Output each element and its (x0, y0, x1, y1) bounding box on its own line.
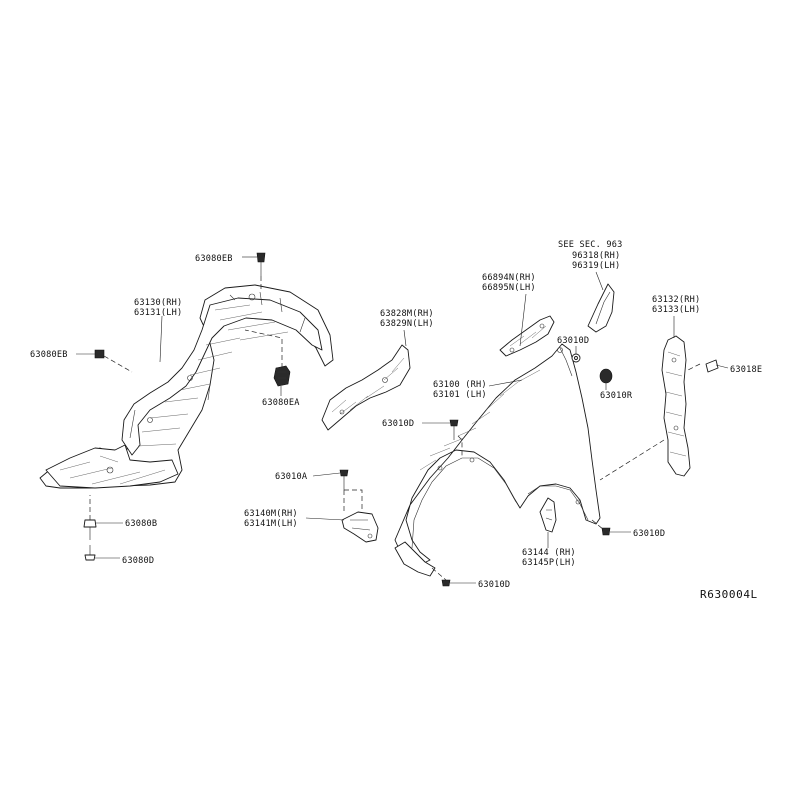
callout-label: 63141M(LH) (244, 519, 298, 529)
callout-label: 63080EB (30, 350, 68, 360)
callout-label: 63144 (RH) (522, 548, 576, 558)
reference-code: R630004L (700, 588, 758, 601)
guide-line (599, 439, 665, 481)
guide-line (343, 489, 363, 512)
clip-63018e (705, 359, 719, 373)
guide-line (244, 329, 283, 368)
callout-label: 63132(RH) (652, 295, 700, 305)
fender-seal-part (661, 335, 691, 477)
callout-label: 63145P(LH) (522, 558, 576, 568)
callout-label: 66895N(LH) (482, 283, 536, 293)
callout-label: 96319(LH) (572, 261, 620, 271)
bracket-63144-part (539, 497, 557, 533)
guide-line (687, 363, 701, 371)
callout-label: SEE SEC. 963 (558, 240, 623, 250)
guide-line (591, 519, 605, 531)
callout-label: 63101 (LH) (433, 390, 487, 400)
cap-63010r (599, 368, 613, 384)
callout-label: 63080EA (262, 398, 300, 408)
guide-line (457, 435, 463, 458)
callout-label: 63080D (122, 556, 154, 566)
leader-lines (76, 256, 729, 584)
callout-label: 63018E (730, 365, 762, 375)
guide-line (103, 355, 133, 373)
bolt-63010d-bottom (441, 579, 451, 587)
callout-label: 63010D (382, 419, 414, 429)
bolt-63010d-mid (449, 419, 459, 440)
guide-line (431, 567, 447, 581)
bolt-63010d-right (601, 527, 611, 536)
screw-63080d (84, 545, 96, 561)
callout-label: 63133(LH) (652, 305, 700, 315)
callout-label: 63829N(LH) (380, 319, 434, 329)
clip-63010d-upper (571, 353, 581, 363)
splash-shield-part (321, 344, 411, 431)
callout-label: 63131(LH) (134, 308, 182, 318)
callout-label: 63080EB (195, 254, 233, 264)
callout-label: 63100 (RH) (433, 380, 487, 390)
clip-63080b (83, 519, 97, 540)
callout-label: 63140M(RH) (244, 509, 298, 519)
front-fender-part (394, 343, 601, 577)
callout-label: 63130(RH) (134, 298, 182, 308)
callout-label: 63010D (478, 580, 510, 590)
callout-label: 96318(RH) (572, 251, 620, 261)
bolt-63010a (339, 469, 349, 490)
fender-protector-part (39, 284, 334, 489)
clip-63080ea (273, 365, 291, 387)
clip-63080eb-top (256, 252, 266, 276)
callout-label: 63010R (600, 391, 633, 401)
bracket-63140-part (341, 511, 379, 543)
callout-label: 63080B (125, 519, 157, 529)
callout-label: 63010D (557, 336, 589, 346)
callout-label: 63010D (633, 529, 665, 539)
callout-label: 66894N(RH) (482, 273, 536, 283)
garnish-96318-part (587, 283, 615, 333)
bracket-66894-part (499, 315, 555, 357)
clip-63080eb-left (94, 349, 105, 359)
callout-label: 63010A (275, 472, 308, 482)
callout-label: 63828M(RH) (380, 309, 434, 319)
